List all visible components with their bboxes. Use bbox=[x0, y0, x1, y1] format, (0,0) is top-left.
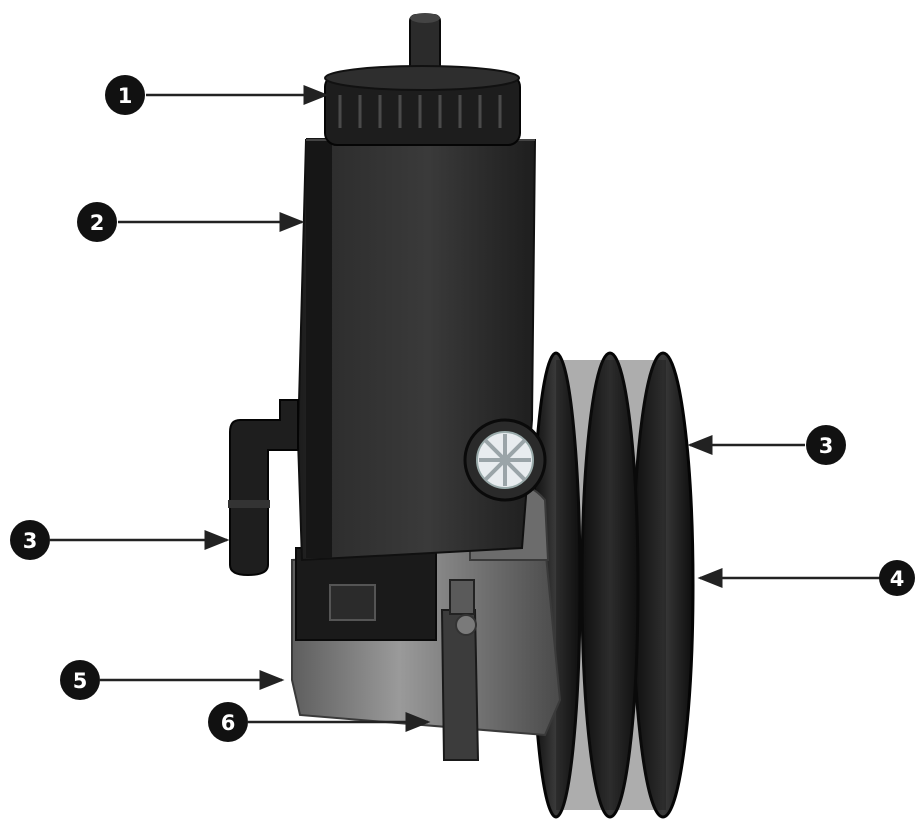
callout-badge-6: 6 bbox=[208, 702, 248, 742]
mounting-bracket bbox=[440, 579, 480, 761]
callout-number-5: 5 bbox=[73, 669, 88, 693]
pump-illustration bbox=[228, 13, 695, 819]
filler-cap bbox=[324, 13, 521, 146]
callout-badge-2: 2 bbox=[77, 202, 117, 242]
pump-housing bbox=[291, 481, 562, 737]
callout-badge-3-right: 3 bbox=[806, 425, 846, 465]
callout-badge-1: 1 bbox=[105, 75, 145, 115]
return-hose-fitting bbox=[228, 399, 299, 577]
callout-badge-4: 4 bbox=[879, 560, 915, 596]
callout-badge-3-left: 3 bbox=[10, 520, 50, 560]
callout-badge-5: 5 bbox=[60, 660, 100, 700]
callout-badges: 1 2 3 3 4 5 6 bbox=[10, 75, 915, 742]
callout-lines bbox=[50, 85, 884, 732]
callout-number-4: 4 bbox=[890, 567, 905, 591]
pulley bbox=[530, 351, 695, 819]
callout-number-1: 1 bbox=[118, 84, 133, 108]
callout-number-6: 6 bbox=[221, 711, 236, 735]
callout-number-3-left: 3 bbox=[23, 529, 38, 553]
callout-number-2: 2 bbox=[90, 211, 105, 235]
callout-number-3-right: 3 bbox=[819, 434, 834, 458]
pressure-outlet-fitting bbox=[463, 418, 547, 502]
